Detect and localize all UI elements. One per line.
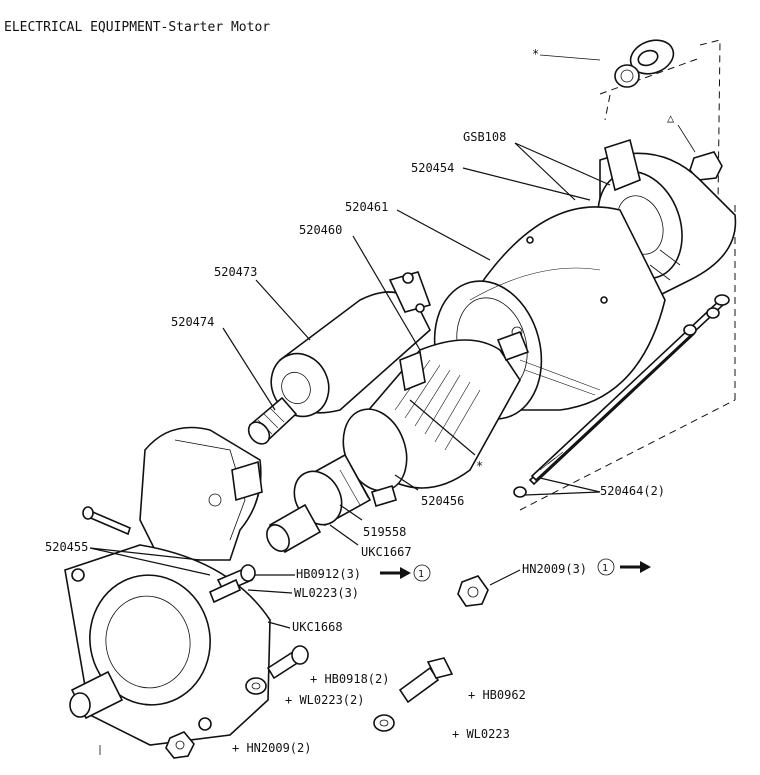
diagram-title: ELECTRICAL EQUIPMENT-Starter Motor — [4, 20, 270, 35]
ref-circle-2: 1 — [597, 558, 615, 576]
seal-ring-part — [539, 39, 675, 88]
label-hn2009-3: HN2009(3) — [522, 562, 587, 576]
label-hb0912: HB0912(3) — [296, 567, 361, 581]
label-wl0223-2: + WL0223(2) — [285, 693, 364, 707]
wl0223-washer-part — [245, 677, 267, 695]
label-hn2009-2: + HN2009(2) — [232, 741, 311, 755]
through-bolts-part — [513, 294, 730, 498]
label-520455: 520455 — [45, 540, 88, 554]
end-nut-part — [677, 124, 723, 181]
label-hb0918: + HB0918(2) — [310, 672, 389, 686]
label-520461: 520461 — [345, 200, 388, 214]
label-520473: 520473 — [214, 265, 257, 279]
label-520460: 520460 — [299, 223, 342, 237]
label-519558: 519558 — [363, 525, 406, 539]
drive-end-bracket-part — [139, 426, 263, 561]
label-520456: 520456 — [421, 494, 464, 508]
label-520474: 520474 — [171, 315, 214, 329]
label-wl0223: + WL0223 — [452, 727, 510, 741]
svg-text:1: 1 — [418, 569, 424, 580]
label-ukc1668: UKC1668 — [292, 620, 343, 634]
nose-housing-part — [64, 544, 271, 755]
long-bolt-part — [82, 506, 131, 536]
armature-part — [342, 330, 530, 492]
label-ukc1667: UKC1667 — [361, 545, 412, 559]
label-star-top: * — [532, 47, 539, 61]
hb0912-bolts-part — [208, 564, 256, 604]
hn2009-nut-lower-part — [165, 731, 195, 759]
ref-circle-1: 1 — [413, 564, 431, 582]
label-wl0223-3: WL0223(3) — [294, 586, 359, 600]
drive-pinion-part — [266, 453, 397, 554]
label-520454: 520454 — [411, 161, 454, 175]
hb0962-bolt-part — [398, 657, 454, 704]
arrow-right-2 — [620, 561, 651, 573]
wl0223-single-washer-part — [373, 714, 395, 732]
hb0918-bolts-part — [266, 645, 309, 680]
label-gsb108: GSB108 — [463, 130, 506, 144]
svg-text:1: 1 — [602, 563, 608, 574]
solenoid-part — [270, 271, 432, 418]
label-520464: 520464(2) — [600, 484, 665, 498]
plunger-part — [247, 396, 298, 445]
hn2009-nut-part — [457, 575, 489, 607]
label-triangle: △ — [667, 111, 675, 125]
label-star-mid: * — [476, 459, 483, 473]
label-hb0962: + HB0962 — [468, 688, 526, 702]
arrow-right-1 — [380, 567, 411, 579]
leader-lines — [89, 142, 611, 629]
